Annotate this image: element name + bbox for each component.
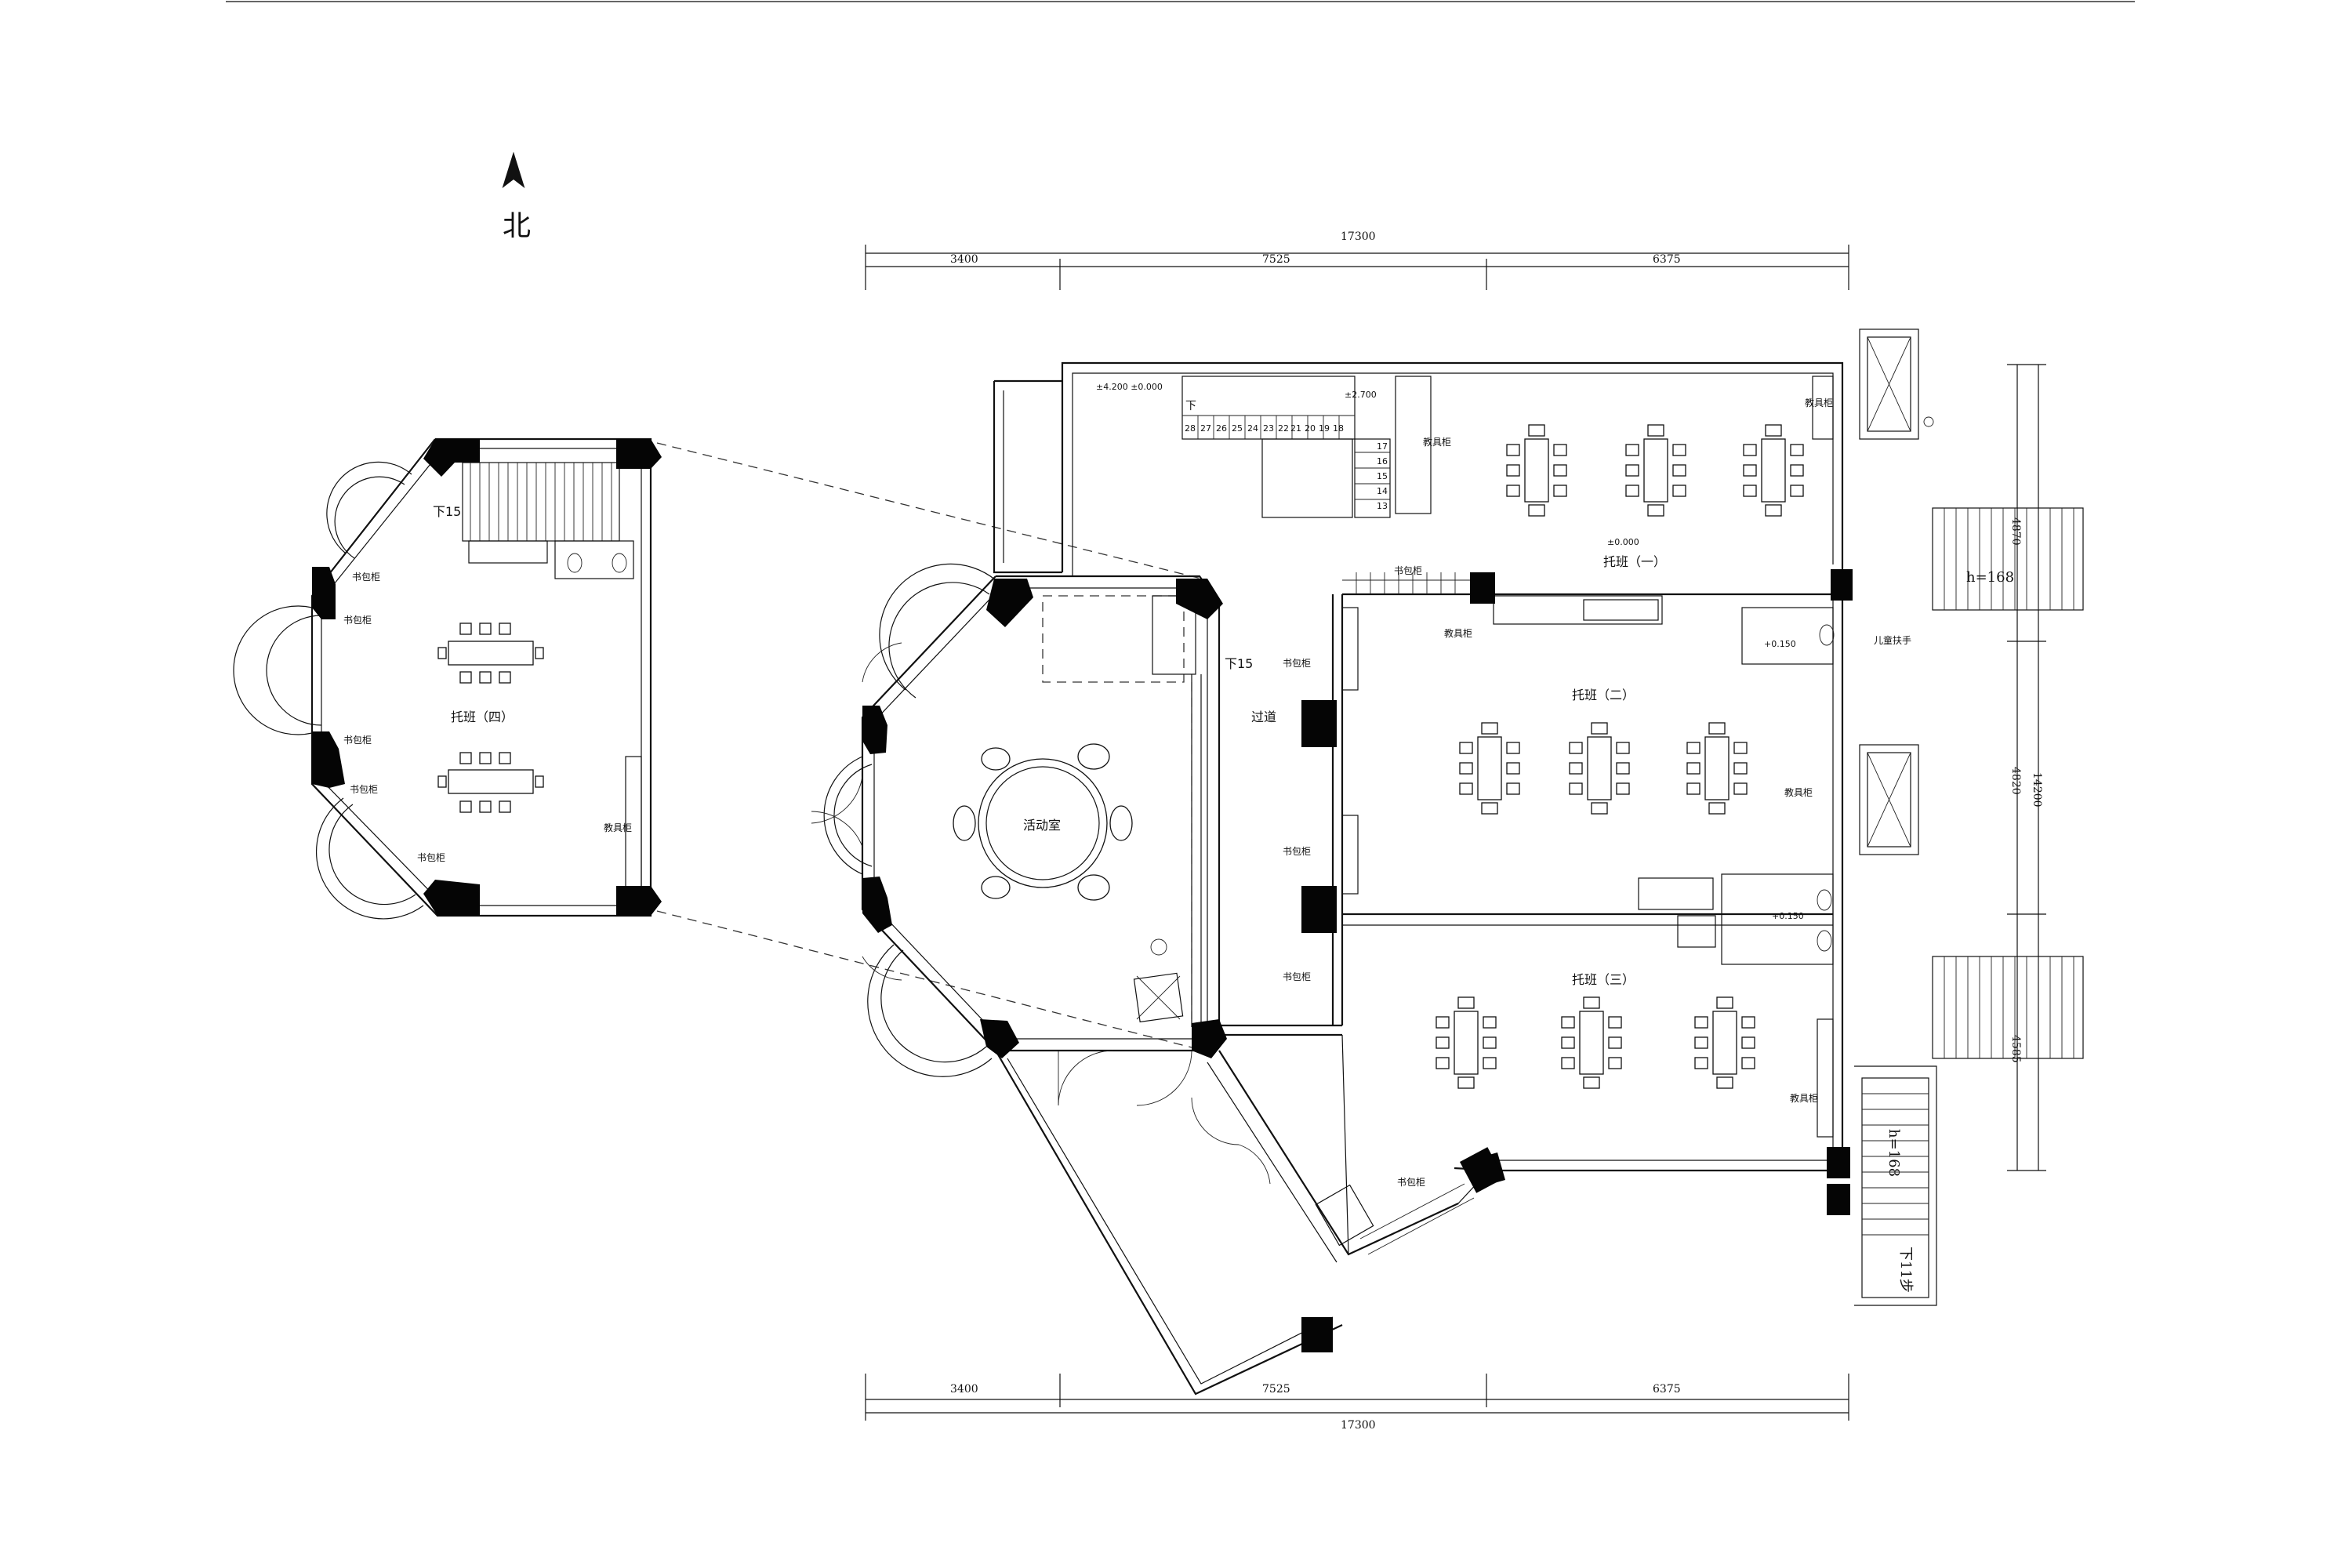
classroom-table-set: [1436, 996, 1497, 1089]
main-stair: 28 27 26 25 24 23 22 21 20 19 18 17 16 1…: [1096, 376, 1391, 518]
bottom-dimension-chain: 3400 7525 6375 17300: [865, 1374, 1849, 1432]
stair-step-14: 14: [1377, 486, 1388, 496]
stair-level-landing: ±2.700: [1345, 390, 1377, 400]
activity-round-table: [953, 743, 1133, 901]
bottom-segment-2: 7525: [1262, 1383, 1290, 1396]
top-segment-3: 6375: [1653, 253, 1681, 266]
class-one: 托班（一） ±0.000 教具柜 教具柜 书包柜 教具柜: [1342, 376, 1853, 639]
wc-lower-level: +0.150: [1772, 911, 1804, 921]
class-three-label: 托班（三）: [1572, 972, 1635, 987]
class-two-bag-label-1: 书包柜: [1283, 658, 1311, 669]
stair-step-21: 21: [1290, 423, 1301, 434]
stair-step-25: 25: [1232, 423, 1243, 434]
classroom-table-set: [1561, 996, 1622, 1089]
child-handrail-label: 儿童扶手: [1874, 634, 1911, 646]
stair-step-27: 27: [1200, 423, 1211, 434]
class-one-toy-label-1: 教具柜: [1423, 436, 1451, 448]
right-segment-1: 4870: [2009, 517, 2022, 546]
stair-level-top: ±4.200 ±0.000: [1096, 382, 1163, 392]
right-ramp-lower: [1932, 956, 2084, 1059]
classroom-table-set: [1506, 424, 1567, 517]
stair-step-17: 17: [1377, 441, 1388, 452]
class-three-bag-label-left: 书包柜: [1283, 971, 1311, 982]
stair-step-22: 22: [1278, 423, 1289, 434]
class-four-bag-label-4: 书包柜: [350, 784, 378, 795]
stair-step-15: 15: [1377, 471, 1388, 481]
right-ramp-upper: h=168: [1932, 507, 2084, 611]
top-total-dimension: 17300: [1341, 230, 1376, 243]
class-four-table-2: [437, 752, 544, 813]
classroom-table-set: [1743, 424, 1804, 517]
class-four-bag-label-5: 书包柜: [417, 852, 445, 863]
class-three-bag-label-bottom: 书包柜: [1397, 1177, 1425, 1188]
classroom-table-set: [1625, 424, 1686, 517]
classroom-table-set: [1686, 722, 1748, 815]
class-two-bag-label-2: 书包柜: [1283, 846, 1311, 857]
center-down-label: 下15: [1225, 656, 1253, 671]
stair-step-26: 26: [1216, 423, 1227, 434]
class-four-bag-label-2: 书包柜: [343, 615, 372, 626]
stair-step-18: 18: [1333, 423, 1344, 434]
ramp-lower-height: h=168: [1886, 1129, 1902, 1177]
detail-link-bottom: [656, 910, 1192, 1048]
right-steps-south: h=168 下11步: [1854, 1065, 1937, 1306]
down-11-steps-label: 下11步: [1897, 1247, 1914, 1293]
class-four-toy-label: 教具柜: [604, 822, 632, 833]
classroom-table-set: [1569, 722, 1630, 815]
stair-step-23: 23: [1263, 423, 1274, 434]
right-segment-2: 4820: [2009, 767, 2022, 795]
top-segment-2: 7525: [1262, 253, 1290, 266]
classroom-tables: [1436, 424, 1804, 1089]
classroom-table-set: [1459, 722, 1520, 815]
stair-step-13: 13: [1377, 501, 1388, 511]
south-wing-walls: [995, 1050, 1500, 1396]
north-arrow: 北: [502, 151, 531, 242]
activity-room-label: 活动室: [1023, 818, 1061, 833]
class-four-bag-label-1: 书包柜: [352, 572, 380, 583]
stair-step-16: 16: [1377, 456, 1388, 466]
class-one-toy-label-3: 教具柜: [1444, 627, 1472, 639]
class-one-toy-label-2: 教具柜: [1805, 397, 1833, 408]
stair-down-label: 下: [1185, 400, 1196, 412]
bottom-total-dimension: 17300: [1341, 1419, 1376, 1432]
bottom-segment-1: 3400: [950, 1383, 978, 1396]
right-lift-boxes: [1859, 328, 1934, 855]
top-dimension-chain: 17300 3400 7525 6375: [865, 230, 1849, 290]
class-four-bag-label-3: 书包柜: [343, 735, 372, 746]
stair-step-20: 20: [1305, 423, 1316, 434]
top-segment-1: 3400: [950, 253, 978, 266]
stair-step-24: 24: [1247, 423, 1258, 434]
class-four-table-1: [437, 622, 544, 684]
detail-down-label: 下15: [433, 504, 461, 519]
class-two-label: 托班（二）: [1572, 688, 1635, 702]
classroom-table-set: [1694, 996, 1755, 1089]
class-two-toy-label: 教具柜: [1784, 786, 1813, 798]
right-segment-3: 4585: [2009, 1035, 2022, 1063]
class-one-label: 托班（一）: [1603, 554, 1666, 569]
activity-room-walls: 下15 活动室: [811, 563, 1253, 1077]
detail-link-top: [656, 442, 1208, 581]
corridor-label: 过道: [1251, 710, 1276, 724]
wc-upper-level: +0.150: [1764, 639, 1796, 649]
stair-step-19: 19: [1319, 423, 1330, 434]
class-one-level: ±0.000: [1607, 537, 1639, 547]
main-plan-walls: [993, 361, 1844, 1172]
class-one-bag-label: 书包柜: [1394, 565, 1422, 576]
stair-step-28: 28: [1185, 423, 1196, 434]
class-four-label: 托班（四）: [451, 710, 514, 724]
class-three-toy-label: 教具柜: [1790, 1092, 1818, 1104]
detail-plan-class-four: 下15 托班（四） 书包柜 书包柜 书包柜 书包柜: [233, 437, 662, 920]
north-label: 北: [503, 210, 531, 242]
class-two: 托班（二） 书包柜 书包柜 教具柜 过道 书包柜 +0.150 儿童扶手 +0.…: [1251, 607, 1911, 982]
right-total-dimension: 14200: [2031, 772, 2043, 808]
bottom-segment-3: 6375: [1653, 1383, 1681, 1396]
ramp-upper-height: h=168: [1966, 569, 2014, 586]
north-arrow-icon: [502, 151, 525, 189]
main-plan-columns: [862, 579, 1504, 1352]
